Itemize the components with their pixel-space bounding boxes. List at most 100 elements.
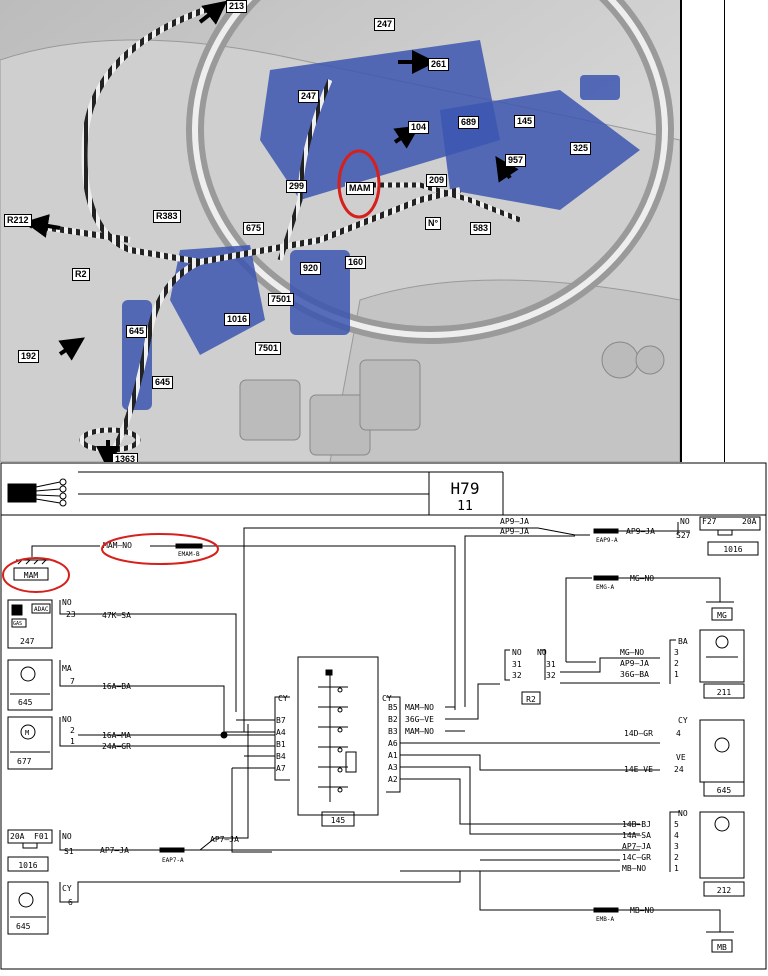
c211-pin1: 1	[674, 670, 679, 679]
wire-47k-sa: 47K—SA	[102, 611, 131, 620]
wire-16a-ba: 16A—BA	[102, 682, 131, 691]
r2-pin32-b: 32	[546, 671, 556, 680]
c145-pin-b4: B4	[276, 752, 286, 761]
c145-wire-b3: MAM—NO	[405, 727, 434, 736]
label-645: 645	[126, 325, 148, 338]
c645a-pin: 7	[70, 677, 75, 686]
c145-pin-a2: A2	[388, 775, 398, 784]
wiring-schematic: H79 1 1 AP9—JA AP9—JA EAP9-A AP9—JA NO S2…	[0, 462, 768, 972]
label-r383: R383	[153, 210, 181, 223]
c645b-p24: 24	[674, 765, 684, 774]
label-145: 145	[514, 115, 536, 128]
c145-pin-a4: A4	[276, 728, 286, 737]
wire-mam-no: MAM—NO	[103, 541, 132, 550]
c677-col: NO	[62, 715, 72, 724]
f27-pin: S27	[676, 531, 691, 540]
label-247: 247	[374, 18, 396, 31]
wire-ap9-b: AP9—JA	[500, 527, 529, 536]
c212-col: NO	[678, 809, 688, 818]
c145-cy-right: CY	[382, 694, 392, 703]
c212-pin2: 2	[674, 853, 679, 862]
f01-amp: 20A	[10, 832, 25, 841]
c247-adac: ADAC	[34, 606, 49, 613]
c145-pin-b2: B2	[388, 715, 398, 724]
conn-eap9-a: EAP9-A	[596, 537, 618, 544]
c145-pin-a3: A3	[388, 763, 398, 772]
c145-pin-a7: A7	[276, 764, 286, 773]
c211-id: 211	[717, 688, 732, 697]
r2-pin32: 32	[512, 671, 522, 680]
f27-box: 1016	[723, 545, 742, 554]
c677-pin1: 1	[70, 737, 75, 746]
c145-cy-left: CY	[278, 694, 288, 703]
label-325: 325	[570, 142, 592, 155]
c677-pin2: 2	[70, 726, 75, 735]
conn-emg-a: EMG-A	[596, 584, 614, 591]
c247-id: 247	[20, 637, 35, 646]
wire-ap7-ja-b: AP7—JA	[210, 835, 239, 844]
r2-col-right: NO	[537, 648, 547, 657]
c145-id: 145	[331, 816, 346, 825]
wire-16a-ma: 16A—MA	[102, 731, 131, 740]
c211-wire-36g: 36G—BA	[620, 670, 649, 679]
f27-label: F27	[702, 517, 717, 526]
label-957: 957	[505, 154, 527, 167]
c645b-p4: 4	[676, 729, 681, 738]
label-7501-b: 7501	[255, 342, 282, 355]
wire-14c-gr: 14C—GR	[622, 853, 651, 862]
label-213: 213	[226, 0, 248, 13]
label-160: 160	[345, 256, 367, 269]
wire-ap7-ja: AP7—JA	[100, 846, 129, 855]
f27-col: NO	[680, 517, 690, 526]
conn-eap7-a: EAP7-A	[162, 857, 184, 864]
c145-pin-b3: B3	[388, 727, 398, 736]
c145-wire-b5: MAM—NO	[405, 703, 434, 712]
c645a-col: MA	[62, 664, 72, 673]
f01-label: F01	[34, 832, 49, 841]
label-299: 299	[286, 180, 308, 193]
wire-14e-ve: 14E—VE	[624, 765, 653, 774]
c212-pin4: 4	[674, 831, 679, 840]
conn-emb-a: EMB-A	[596, 916, 614, 923]
c145-wire-b2: 36G—VE	[405, 715, 434, 724]
label-no: N°	[425, 217, 442, 230]
label-645-b: 645	[152, 376, 174, 389]
f01-pin: S1	[64, 847, 74, 856]
wire-mb-no: MB—NO	[630, 906, 654, 915]
ground-mg: MG	[717, 611, 727, 620]
c212-pins: 5 4 3 2 1	[674, 820, 679, 873]
f27-amp: 20A	[742, 517, 757, 526]
r2-pin31: 31	[512, 660, 522, 669]
wiring-photo: 213 247 261 247 104 689 145 325 957 MAM …	[0, 0, 680, 462]
c645b-id: 645	[717, 786, 732, 795]
label-7501: 7501	[268, 293, 295, 306]
wire-ap7-ja-212: AP7—JA	[622, 842, 651, 851]
c677-id: 677	[17, 757, 32, 766]
c145-pin-b5: B5	[388, 703, 398, 712]
c145-pin-a1: A1	[388, 751, 398, 760]
wire-14d-gr: 14D—GR	[624, 729, 653, 738]
ground-mb: MB	[717, 943, 727, 952]
dashboard-illustration	[0, 0, 680, 462]
c212-pin5: 5	[674, 820, 679, 829]
c211-pin2: 2	[674, 659, 679, 668]
wire-ap9-a: AP9—JA	[500, 517, 529, 526]
c645a-id: 645	[18, 698, 33, 707]
label-920: 920	[300, 262, 322, 275]
wire-14b-bj: 14B—BJ	[622, 820, 651, 829]
mam-ground-highlight	[2, 557, 70, 593]
c211-wire-ap9: AP9—JA	[620, 659, 649, 668]
label-261: 261	[428, 58, 450, 71]
svg-text:M: M	[25, 729, 29, 737]
sheet-code: H79	[451, 479, 480, 498]
wire-24a-gr: 24A—GR	[102, 742, 131, 751]
c145-pin-a6: A6	[388, 739, 398, 748]
label-209: 209	[426, 174, 448, 187]
c212-pin3: 3	[674, 842, 679, 851]
label-192: 192	[18, 350, 40, 363]
c212-pin1: 1	[674, 864, 679, 873]
label-689: 689	[458, 116, 480, 129]
r2-col-left: NO	[512, 648, 522, 657]
mam-highlight-ellipse	[337, 149, 381, 219]
f01-box: 1016	[18, 861, 37, 870]
